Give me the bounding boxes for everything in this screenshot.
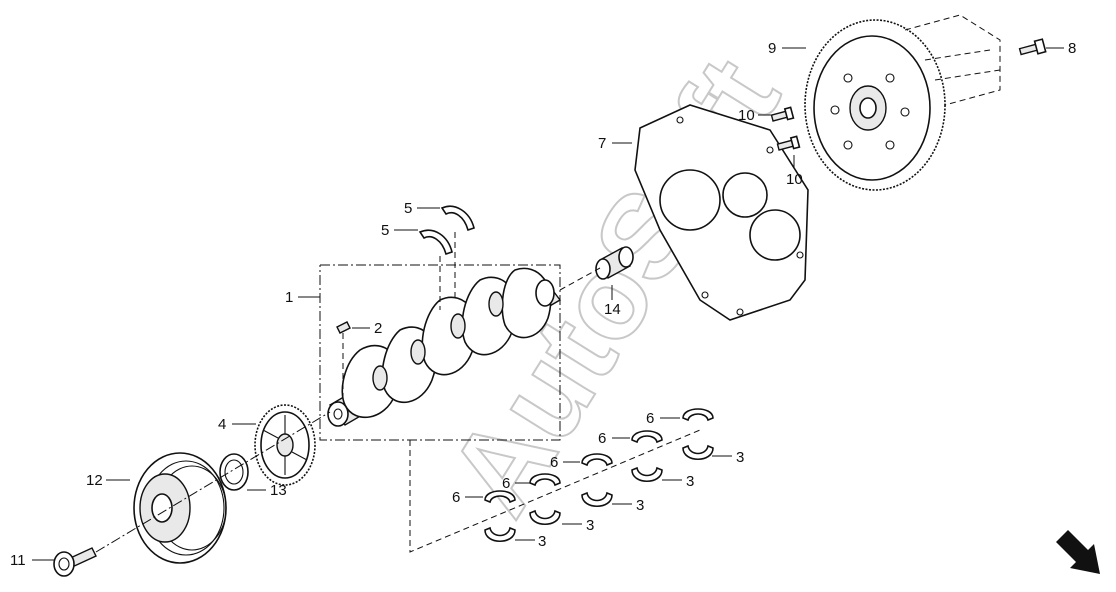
bearing-pair-4[interactable] [631, 430, 663, 483]
callout-labels: 1 2 3 3 3 3 3 4 5 5 6 6 6 6 6 7 8 9 10 1… [10, 40, 1076, 569]
bearing-pair-3[interactable] [581, 453, 613, 508]
back-plate-bolt-lower[interactable] [776, 135, 801, 151]
flywheel[interactable] [804, 14, 1001, 191]
bearing-pair-1[interactable] [484, 490, 516, 543]
crankshaft-box [319, 264, 561, 441]
callout-6: 6 [646, 410, 654, 427]
leader-lines [32, 47, 1064, 561]
callout-11: 11 [10, 552, 26, 569]
callout-9: 9 [768, 40, 776, 57]
callout-7: 7 [598, 135, 606, 152]
flywheel-bolt[interactable] [1018, 38, 1047, 56]
crankshaft-timing-gear[interactable] [254, 404, 316, 486]
crankshaft-pulley[interactable] [133, 452, 227, 564]
callout-8: 8 [1068, 40, 1076, 57]
bearing-pair-5[interactable] [682, 408, 714, 461]
pilot-bushing[interactable] [559, 246, 634, 291]
callout-5: 5 [381, 222, 389, 239]
thrust-washer-upper[interactable] [440, 205, 475, 232]
callout-3: 3 [686, 473, 694, 490]
callout-12: 12 [86, 472, 103, 489]
callout-4: 4 [218, 416, 226, 433]
callout-10: 10 [738, 107, 755, 124]
callout-3: 3 [586, 517, 594, 534]
callout-3: 3 [736, 449, 744, 466]
callout-5: 5 [404, 200, 412, 217]
callout-10: 10 [786, 171, 803, 188]
thrust-washer-lower[interactable] [418, 229, 453, 256]
crankshaft[interactable] [327, 267, 562, 427]
callout-13: 13 [270, 482, 287, 499]
callout-14: 14 [604, 301, 621, 318]
back-plate[interactable] [634, 104, 809, 321]
pulley-bolt[interactable] [53, 547, 97, 577]
oil-seal[interactable] [219, 453, 249, 491]
callout-6: 6 [452, 489, 460, 506]
callout-6: 6 [502, 475, 510, 492]
arrow-down-right-icon [1056, 530, 1100, 574]
back-plate-bolt-upper[interactable] [770, 106, 795, 122]
bearing-pair-2[interactable] [529, 473, 561, 526]
callout-3: 3 [636, 497, 644, 514]
callout-6: 6 [598, 430, 606, 447]
callout-3: 3 [538, 533, 546, 550]
callout-6: 6 [550, 454, 558, 471]
woodruff-key[interactable] [336, 321, 351, 400]
main-bearing-shells[interactable] [409, 408, 714, 553]
callout-1: 1 [285, 289, 293, 306]
callout-2: 2 [374, 320, 382, 337]
